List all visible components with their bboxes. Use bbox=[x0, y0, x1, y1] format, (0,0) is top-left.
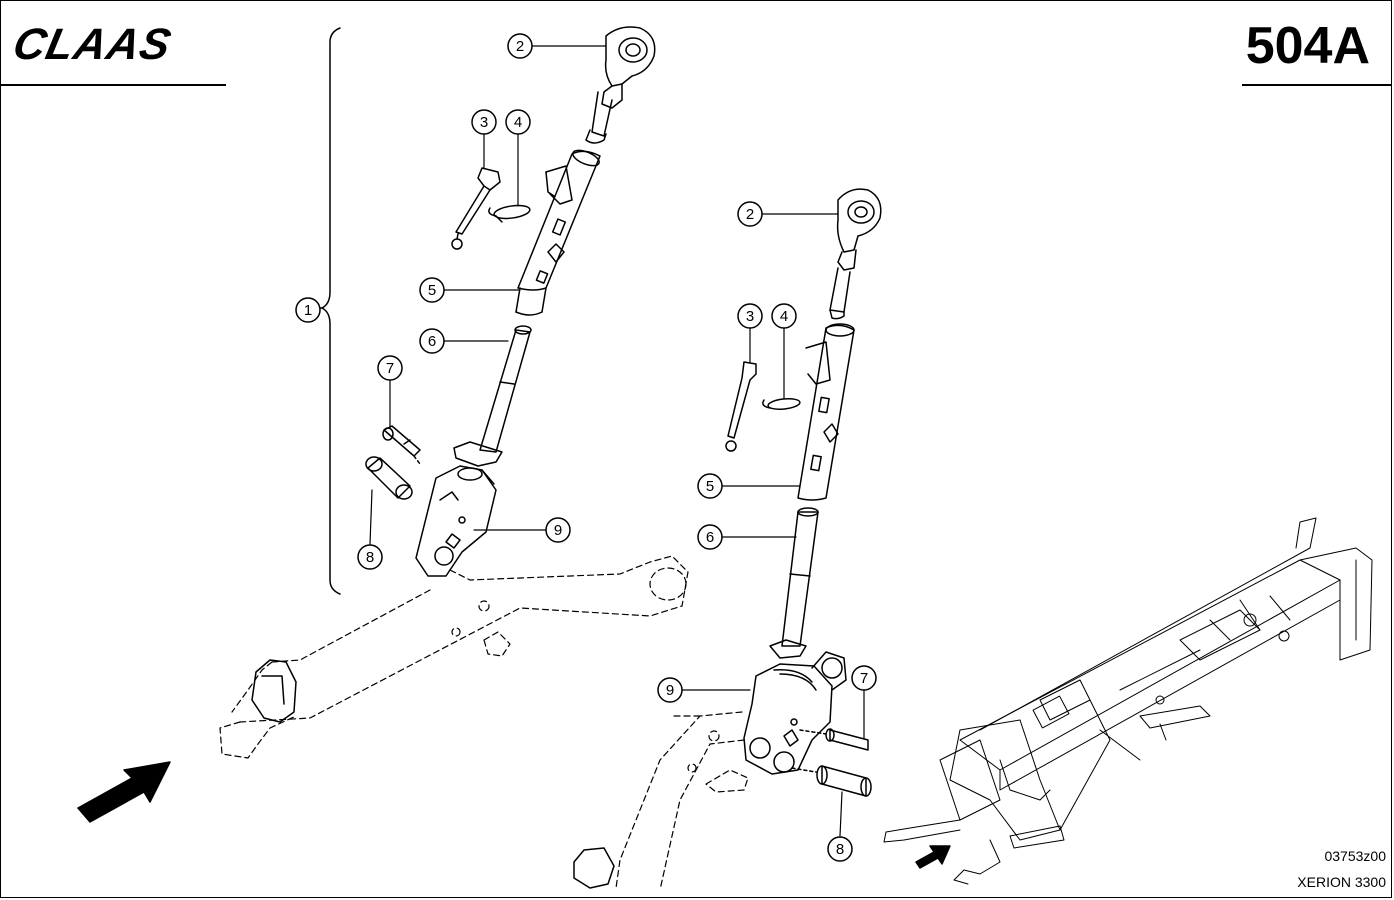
page-code: 504A bbox=[1245, 17, 1370, 75]
left-lift-arm-dashed bbox=[219, 555, 689, 759]
group-bracket bbox=[317, 27, 341, 595]
left-spring-clip bbox=[488, 204, 531, 223]
svg-text:7: 7 bbox=[386, 360, 394, 377]
callout-1: 1 bbox=[295, 297, 321, 323]
callout-left-2: 2 bbox=[507, 33, 533, 59]
left-callouts: 1 2 3 4 5 6 7 8 9 bbox=[295, 33, 571, 570]
model-name: XERION 3300 bbox=[1297, 874, 1386, 890]
callout-left-7: 7 bbox=[377, 355, 403, 381]
left-pin bbox=[451, 167, 501, 250]
svg-text:5: 5 bbox=[706, 478, 714, 495]
right-barrel bbox=[797, 323, 855, 501]
callout-right-8: 8 bbox=[827, 836, 853, 862]
right-callouts: 2 3 4 5 6 7 8 9 bbox=[657, 201, 877, 862]
header-rule-left bbox=[0, 84, 226, 86]
svg-text:9: 9 bbox=[554, 522, 562, 539]
callout-left-3: 3 bbox=[471, 109, 497, 135]
right-ball-joint bbox=[829, 188, 882, 320]
svg-text:3: 3 bbox=[480, 114, 488, 131]
callout-left-5: 5 bbox=[419, 277, 445, 303]
left-hitch-hook bbox=[251, 659, 297, 723]
callout-right-2: 2 bbox=[737, 201, 763, 227]
callout-right-4: 4 bbox=[771, 303, 797, 329]
callout-left-8: 8 bbox=[357, 544, 383, 570]
svg-text:6: 6 bbox=[428, 333, 436, 350]
direction-arrow-icon bbox=[77, 761, 171, 823]
right-pin bbox=[725, 361, 757, 452]
left-bracket bbox=[415, 465, 497, 577]
svg-text:4: 4 bbox=[780, 308, 788, 325]
right-top-link-assembly bbox=[573, 188, 882, 891]
right-leader-lines bbox=[681, 213, 865, 837]
left-leader-lines bbox=[369, 45, 607, 545]
right-bracket bbox=[743, 651, 847, 775]
svg-text:8: 8 bbox=[366, 549, 374, 566]
callout-left-9: 9 bbox=[545, 517, 571, 543]
right-bushing bbox=[791, 765, 872, 797]
callout-right-5: 5 bbox=[697, 473, 723, 499]
right-lift-arm-dashed bbox=[615, 711, 749, 891]
left-barrel bbox=[515, 149, 601, 316]
callout-right-9: 9 bbox=[657, 677, 683, 703]
direction-arrow-icon bbox=[915, 845, 951, 869]
left-bushing bbox=[365, 456, 413, 500]
callout-left-6: 6 bbox=[419, 328, 445, 354]
drawing-number: 03753z00 bbox=[1324, 848, 1386, 864]
tractor-frame-overview bbox=[883, 517, 1373, 885]
svg-text:2: 2 bbox=[516, 38, 524, 55]
left-threaded-rod bbox=[453, 325, 532, 467]
svg-text:9: 9 bbox=[666, 682, 674, 699]
right-hitch-hook bbox=[573, 847, 615, 889]
svg-text:7: 7 bbox=[860, 670, 868, 687]
svg-text:1: 1 bbox=[304, 302, 312, 319]
right-spring-clip bbox=[762, 398, 801, 410]
callout-right-3: 3 bbox=[737, 303, 763, 329]
svg-text:5: 5 bbox=[428, 282, 436, 299]
svg-text:2: 2 bbox=[746, 206, 754, 223]
header-rule-right bbox=[1242, 84, 1392, 86]
right-bolt bbox=[799, 728, 869, 751]
left-bolt bbox=[382, 425, 421, 465]
right-threaded-rod bbox=[769, 507, 819, 659]
svg-text:3: 3 bbox=[746, 308, 754, 325]
callout-right-7: 7 bbox=[851, 665, 877, 691]
svg-text:4: 4 bbox=[514, 114, 522, 131]
svg-text:6: 6 bbox=[706, 529, 714, 546]
svg-text:8: 8 bbox=[836, 841, 844, 858]
left-ball-joint bbox=[585, 26, 656, 144]
callout-left-4: 4 bbox=[505, 109, 531, 135]
left-top-link-assembly bbox=[219, 26, 689, 759]
callout-right-6: 6 bbox=[697, 524, 723, 550]
